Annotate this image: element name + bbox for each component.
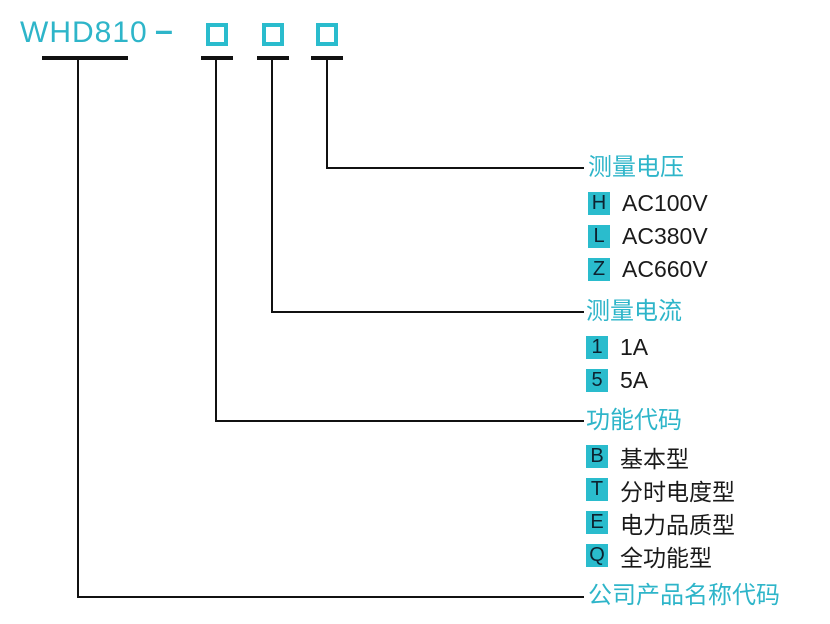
option-label: AC380V: [622, 223, 708, 249]
connector-vertical-voltage: [326, 60, 328, 169]
underline-placeholder-3: [311, 56, 343, 60]
code-badge: 5: [586, 369, 608, 392]
option-label: 全功能型: [620, 544, 712, 571]
section-measure-current: 测量电流 1 1A 5 5A: [586, 298, 682, 393]
connector-vertical-company: [77, 60, 79, 598]
model-digit-placeholder-3: [316, 23, 338, 46]
option-label: 电力品质型: [620, 511, 735, 538]
connector-horizontal-current: [271, 311, 584, 313]
section-title: 公司产品名称代码: [588, 582, 780, 609]
code-badge: 1: [586, 336, 608, 359]
underline-model: [42, 56, 128, 60]
option-row: Q 全功能型: [586, 544, 735, 571]
section-title: 测量电流: [586, 298, 682, 325]
section-title: 功能代码: [586, 407, 682, 434]
model-name: WHD810: [20, 16, 148, 49]
option-row: 5 5A: [586, 367, 682, 393]
option-row: 1 1A: [586, 334, 682, 360]
option-row: E 电力品质型: [586, 511, 735, 538]
connector-horizontal-function: [215, 420, 584, 422]
code-badge: L: [588, 225, 610, 248]
model-digit-placeholder-2: [262, 23, 284, 46]
option-label: 分时电度型: [620, 478, 735, 505]
section-measure-voltage: 测量电压 H AC100V L AC380V Z AC660V: [588, 154, 708, 282]
option-label: AC660V: [622, 256, 708, 282]
option-label: AC100V: [622, 190, 708, 216]
code-badge: H: [588, 192, 610, 215]
connector-vertical-function: [215, 60, 217, 422]
code-badge: T: [586, 478, 608, 501]
code-badge: B: [586, 445, 608, 468]
connector-horizontal-company: [77, 596, 584, 598]
section-function-code: 功能代码 B 基本型 T 分时电度型 E 电力品质型 Q 全功能型: [586, 407, 735, 571]
section-title: 测量电压: [588, 154, 684, 181]
underline-placeholder-1: [201, 56, 233, 60]
code-badge: Z: [588, 258, 610, 281]
connector-vertical-current: [271, 60, 273, 313]
option-label: 5A: [620, 367, 649, 393]
model-separator-dash: –: [155, 12, 173, 48]
underline-placeholder-2: [257, 56, 289, 60]
connector-horizontal-voltage: [326, 167, 584, 169]
option-row: B 基本型: [586, 445, 735, 472]
section-company-code: 公司产品名称代码: [588, 583, 780, 609]
code-badge: Q: [586, 544, 608, 567]
option-row: L AC380V: [588, 223, 708, 249]
option-label: 1A: [620, 334, 649, 360]
option-row: H AC100V: [588, 190, 708, 216]
code-badge: E: [586, 511, 608, 534]
option-label: 基本型: [620, 445, 689, 472]
model-digit-placeholder-1: [206, 23, 228, 46]
option-row: T 分时电度型: [586, 478, 735, 505]
option-row: Z AC660V: [588, 256, 708, 282]
